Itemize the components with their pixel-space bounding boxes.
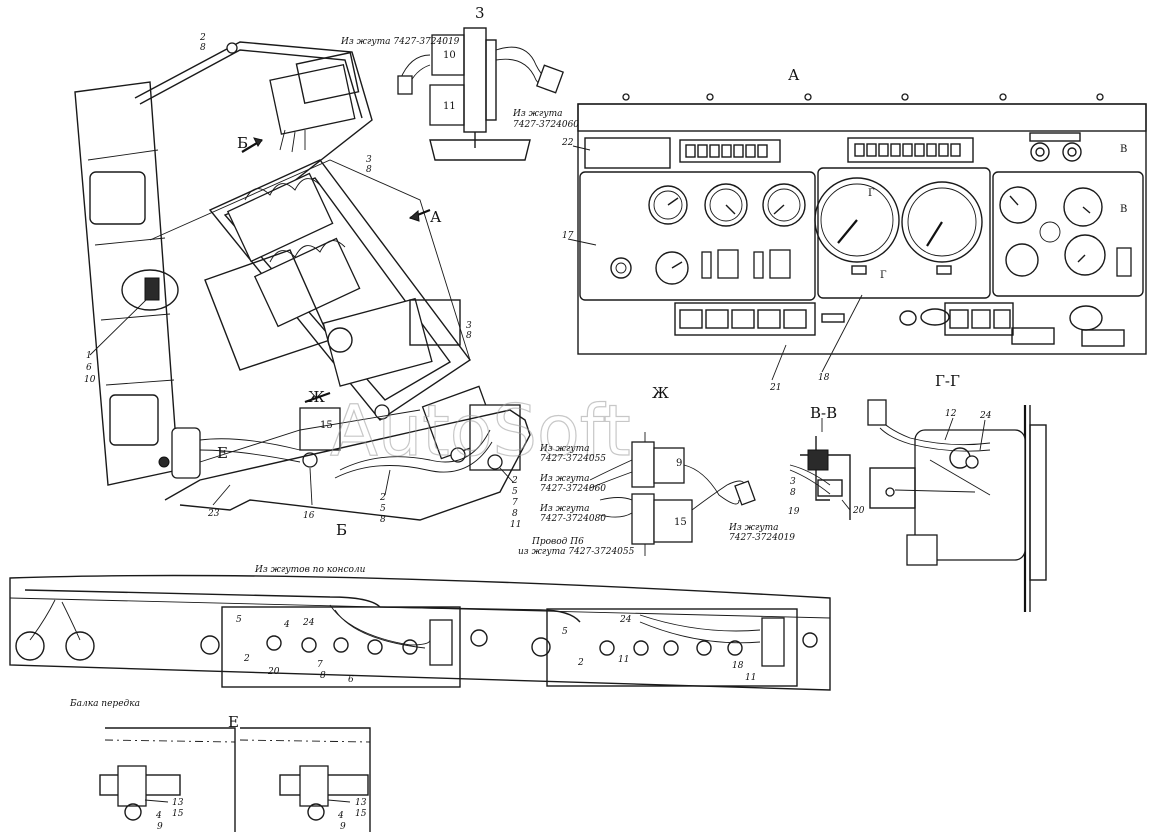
callout: 15 (355, 809, 367, 819)
note-harness-060-1: Из жгута (539, 474, 590, 484)
callout: 24 (979, 411, 992, 421)
view-label-e: Е (228, 713, 239, 731)
watermark-text: AutoSoft (330, 390, 631, 472)
callout: 5 (512, 487, 518, 497)
cab-pillar-view (74, 41, 531, 521)
callout: 2 (577, 658, 584, 668)
callout: 15 (674, 517, 687, 528)
callout: 12 (945, 409, 957, 419)
callout: 17 (562, 231, 574, 241)
view-label-v-v: В-В (810, 404, 837, 422)
instrument-panel-view-a (567, 93, 1147, 381)
callout: 5 (562, 627, 568, 637)
note-harness-080-1: Из жгута (539, 504, 590, 514)
view-label-a: А (788, 66, 800, 84)
callout: 23 (207, 509, 220, 519)
view-label-g-g: Г-Г (935, 372, 960, 390)
callout: 22 (561, 138, 574, 148)
view-label-b: Б (336, 521, 347, 539)
callout: 13 (172, 798, 184, 808)
callout: 19 (788, 507, 800, 517)
callout: 20 (267, 667, 280, 677)
callout: 9 (676, 458, 682, 469)
labels: А А Б Б Е Е Ж Ж 3 В-В Г-Г В В Г Г Из жгу… (69, 4, 1127, 832)
callout: 8 (320, 671, 326, 681)
view-label-b-arrow: Б (237, 134, 248, 152)
callout: 9 (340, 822, 346, 832)
note-harness-055-2: 7427-3724055 (540, 454, 606, 464)
view-label-zh-arrow: Ж (308, 388, 325, 406)
callout: 5 (236, 615, 242, 625)
callout: 11 (510, 520, 521, 530)
view-label-zh: Ж (652, 384, 669, 402)
callout: 20 (852, 506, 865, 516)
note-harness-019-top: Из жгута 7427-3724019 (340, 37, 460, 47)
callout: 8 (466, 331, 472, 341)
view-zh-connector-detail (589, 432, 756, 556)
callout: 15 (172, 809, 184, 819)
note-harness-080-2: 7427-3724080 (540, 514, 606, 524)
note-harness-060-top-2: 7427-3724060 (513, 120, 579, 130)
callout: 2 (379, 493, 386, 503)
view-3-connector-detail (397, 27, 564, 161)
view-label-3: 3 (475, 4, 485, 22)
note-harness-055-1: Из жгута (539, 444, 590, 454)
callout: 5 (380, 504, 386, 514)
note-harness-060-2: 7427-3724060 (540, 484, 606, 494)
note-wire-p6-1: Провод П6 (531, 537, 584, 547)
callout: 3 (366, 155, 372, 165)
callout: 11 (443, 101, 456, 112)
callout: 10 (443, 50, 456, 61)
callout: 18 (818, 373, 830, 383)
callout: 11 (618, 655, 629, 665)
callout: 16 (303, 511, 315, 521)
view-e-front-beam (99, 727, 371, 832)
callout: 2 (199, 33, 206, 43)
callout: 4 (337, 811, 344, 821)
callout: 4 (283, 620, 290, 630)
view-g-g-section (867, 399, 1047, 612)
view-label-v-lower: В (1120, 204, 1127, 215)
view-label-e-arrow: Е (217, 444, 228, 462)
callout: 8 (512, 509, 518, 519)
callout: 8 (790, 488, 796, 498)
note-harness-019-2: 7427-3724019 (729, 533, 795, 543)
callout: 2 (511, 476, 518, 486)
callout: 2 (243, 654, 250, 664)
callout: 13 (355, 798, 367, 808)
view-v-v-section (789, 418, 851, 520)
callout: 7 (512, 498, 518, 508)
callout: 4 (155, 811, 162, 821)
callout: 24 (619, 615, 632, 625)
note-front-beam: Балка передка (69, 699, 140, 709)
callout: 6 (86, 363, 92, 373)
callout: 18 (732, 661, 744, 671)
callout: 8 (200, 43, 206, 53)
callout: 3 (790, 477, 796, 487)
callout: 9 (157, 822, 163, 832)
callout: 8 (380, 515, 386, 525)
callout: 11 (745, 673, 756, 683)
view-label-v-upper: В (1120, 144, 1127, 155)
console-wiring-strip (9, 574, 831, 691)
callout: 1 (86, 351, 92, 361)
callout: 7 (317, 660, 323, 670)
note-harness-060-top-1: Из жгута (512, 109, 563, 119)
note-wire-p6-2: из жгута 7427-3724055 (518, 547, 635, 557)
callout: 24 (302, 618, 315, 628)
view-label-a-arrow: А (430, 208, 442, 226)
callout: 8 (366, 165, 372, 175)
callout: 3 (466, 321, 472, 331)
note-harness-019-1: Из жгута (728, 523, 779, 533)
callout: 6 (348, 675, 354, 685)
callout: 10 (84, 375, 96, 385)
note-console-harness: Из жгутов по консоли (254, 565, 366, 575)
view-label-g-lower: Г (880, 270, 887, 281)
callout: 15 (320, 420, 333, 431)
view-label-g-upper: Г (868, 188, 875, 199)
callout: 21 (769, 383, 781, 393)
